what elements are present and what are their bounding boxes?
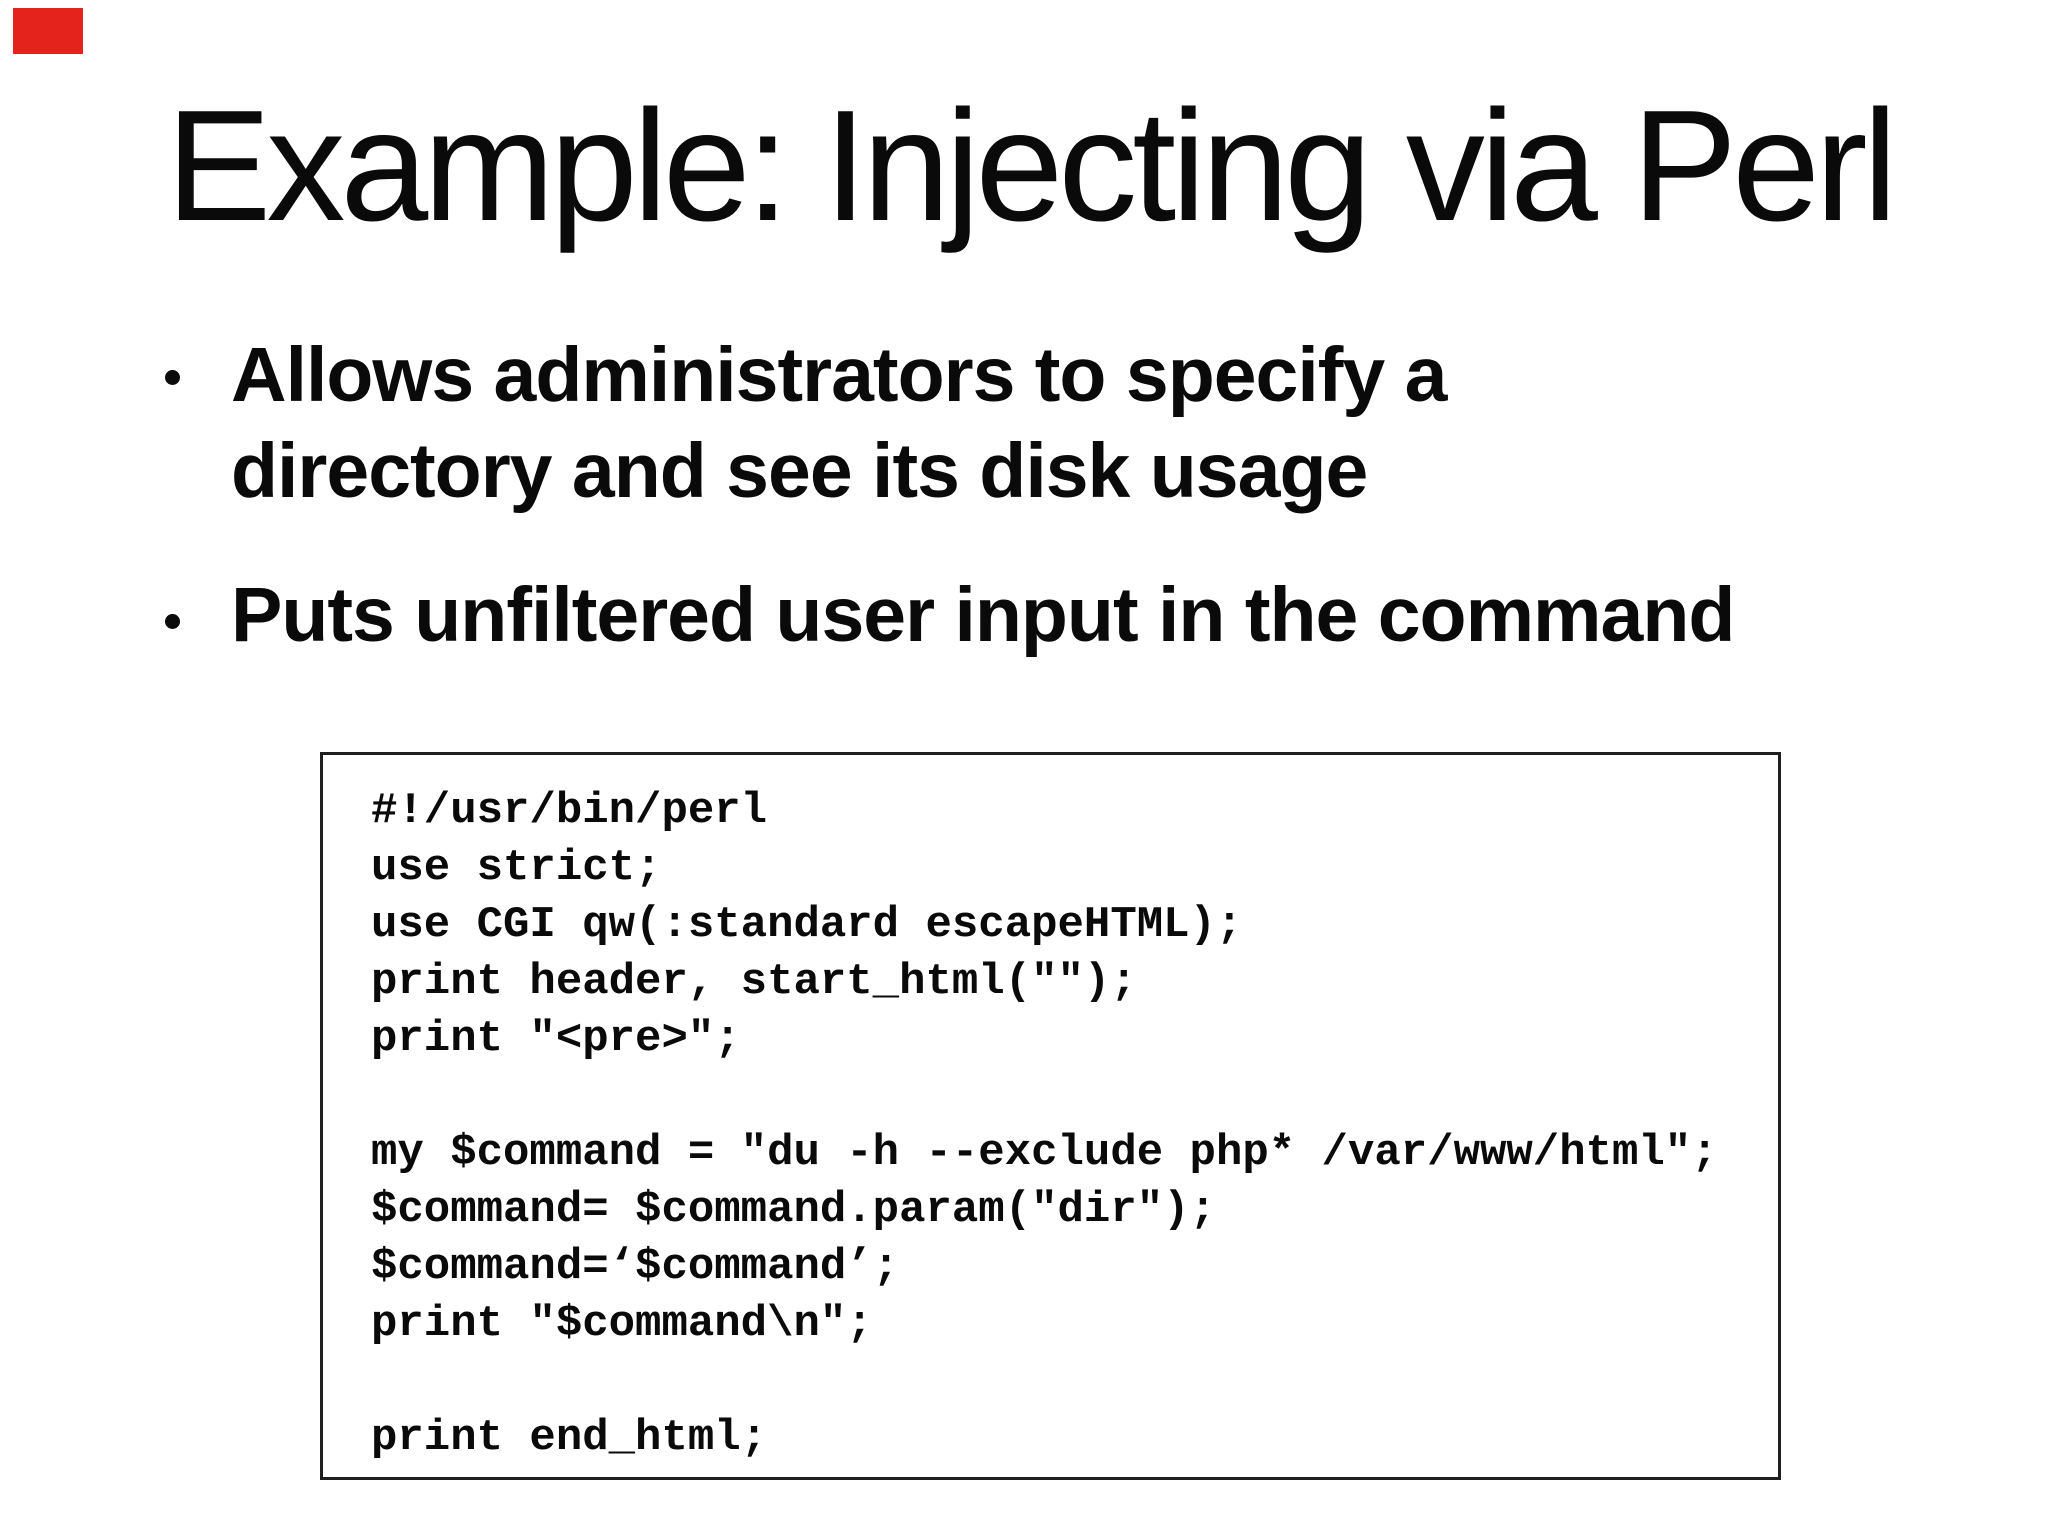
code-line: $command= $command.param("dir"); — [371, 1185, 1216, 1235]
code-line: use strict; — [371, 843, 662, 893]
bullet-line: directory and see its disk usage — [231, 428, 1368, 514]
code-line: $command=‘$command’; — [371, 1242, 900, 1292]
code-line: my $command = "du -h --exclude php* /var… — [371, 1128, 1718, 1178]
code-line: print header, start_html(""); — [371, 957, 1137, 1007]
bullet-line: Allows administrators to specify a — [231, 332, 1447, 418]
bullet-item-1: Allows administrators to specify a direc… — [231, 327, 1447, 519]
bullet-line: Puts unfiltered user input in the comman… — [231, 572, 1735, 658]
code-line: print end_html; — [371, 1413, 768, 1463]
code-line: print "<pre>"; — [371, 1014, 741, 1064]
code-line: #!/usr/bin/perl — [371, 786, 768, 836]
code-block: #!/usr/bin/perl use strict; use CGI qw(:… — [320, 752, 1781, 1480]
code-line — [371, 1068, 1778, 1125]
bullet-dot — [165, 614, 180, 629]
code-line: use CGI qw(:standard escapeHTML); — [371, 900, 1243, 950]
slide-title: Example: Injecting via Perl — [166, 78, 1898, 254]
code-line: print "$command\n"; — [371, 1299, 873, 1349]
bullet-dot — [165, 370, 180, 385]
bullet-item-2: Puts unfiltered user input in the comman… — [231, 567, 1735, 663]
code-line — [371, 1353, 1778, 1410]
red-corner-marker — [13, 8, 83, 54]
